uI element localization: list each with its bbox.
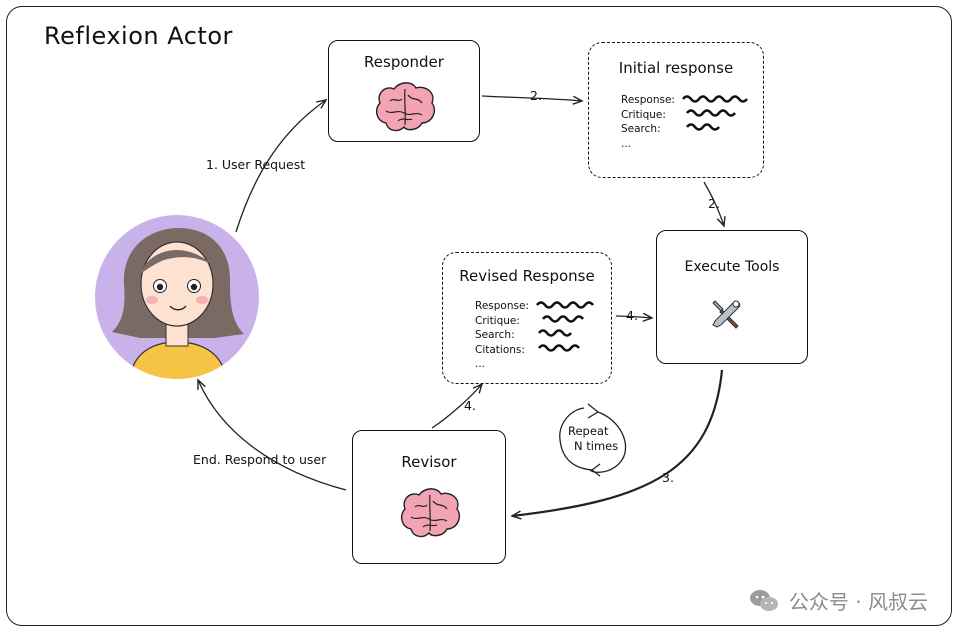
field-label: Citations: (475, 343, 525, 356)
field-label: Search: (621, 123, 661, 135)
diagram-title: Reflexion Actor (44, 22, 233, 50)
responder-node: Responder (328, 40, 480, 142)
brain-icon (400, 488, 461, 538)
diagram-frame (6, 6, 952, 626)
edge-to-initial (481, 95, 584, 105)
edge-label-respond-to-user: End. Respond to user (193, 452, 327, 467)
edge-label-to-initial: 2. (530, 88, 542, 103)
revisor-node: Revisor (352, 430, 506, 564)
initial-response-label: Initial response (618, 59, 734, 77)
edge-execute-to-revisor (510, 369, 724, 520)
edge-respond-to-user (197, 378, 347, 491)
squiggle-lines (535, 301, 595, 352)
user-avatar-icon (95, 215, 259, 379)
edge-revisor-to-revised (431, 382, 484, 429)
edge-label-revisor-to-revised: 4. (464, 398, 476, 413)
field-label: Critique: (475, 314, 520, 327)
watermark: 公众号 · 风叔云 (749, 586, 928, 615)
initial-response-node: Initial response Response: Critique: Sea… (588, 42, 764, 178)
field-label: Critique: (621, 108, 666, 121)
tools-icon (712, 300, 741, 329)
field-label: Response: (475, 300, 529, 312)
edge-user-request (235, 99, 328, 233)
edge-label-user-request: 1. User Request (206, 157, 306, 172)
revisor-label: Revisor (401, 453, 457, 471)
edge-to-execute (703, 181, 726, 228)
wechat-icon (749, 589, 778, 611)
watermark-text: 公众号 · 风叔云 (788, 590, 928, 614)
edge-revised-to-execute (615, 312, 654, 322)
squiggle-lines (681, 95, 749, 131)
loop-note-line1: Repeat (568, 424, 609, 438)
execute-tools-node: Execute Tools (656, 230, 808, 364)
revised-response-fields: Response: Critique: Search: Citations: .… (475, 299, 529, 372)
initial-response-fields: Response: Critique: Search: ... (621, 93, 675, 151)
edge-label-revised-to-execute: 4. (626, 308, 638, 323)
loop-note-line2: N times (574, 439, 619, 453)
brain-icon (375, 82, 436, 132)
execute-tools-label: Execute Tools (684, 259, 780, 275)
responder-label: Responder (364, 53, 444, 71)
revised-response-label: Revised Response (459, 267, 595, 285)
loop-circle (559, 407, 627, 473)
revised-response-node: Revised Response Response: Critique: Sea… (442, 252, 612, 384)
edge-label-to-execute: 2. (708, 196, 720, 211)
field-label: ... (621, 137, 632, 150)
field-label: ... (475, 358, 486, 370)
field-label: Response: (621, 94, 675, 106)
edge-label-execute-to-revisor: 3. (662, 470, 674, 485)
field-label: Search: (475, 329, 515, 341)
